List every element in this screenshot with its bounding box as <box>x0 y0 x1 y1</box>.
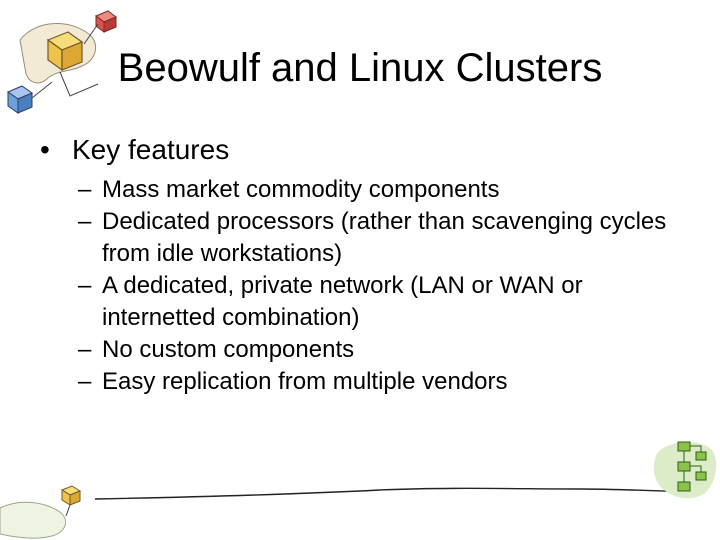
list-item: –No custom components <box>78 334 698 366</box>
sub-bullet-list: –Mass market commodity components –Dedic… <box>78 174 698 398</box>
list-item: –Dedicated processors (rather than scave… <box>78 206 698 270</box>
dash-marker: – <box>78 368 92 395</box>
bullet-text: Key features <box>72 134 230 165</box>
bullet-marker: • <box>40 134 50 165</box>
slide-title: Beowulf and Linux Clusters <box>117 46 603 90</box>
flowchart-illustration-icon <box>653 441 717 499</box>
dash-marker: – <box>78 272 92 299</box>
list-item-text: Mass market commodity components <box>102 176 500 203</box>
cubes-illustration-icon <box>6 10 117 114</box>
dash-marker: – <box>78 176 92 203</box>
list-item-text: Dedicated processors (rather than scaven… <box>102 208 667 267</box>
bullet-key-features: • Key features <box>40 133 229 167</box>
list-item-text: No custom components <box>102 336 355 363</box>
list-item: –Mass market commodity components <box>78 174 698 206</box>
dash-marker: – <box>78 208 92 235</box>
hand-cube-illustration-icon <box>0 485 82 539</box>
list-item-text: A dedicated, private network (LAN or WAN… <box>102 272 583 331</box>
list-item: –Easy replication from multiple vendors <box>78 366 698 398</box>
list-item: –A dedicated, private network (LAN or WA… <box>78 270 698 334</box>
dash-marker: – <box>78 336 92 363</box>
list-item-text: Easy replication from multiple vendors <box>102 368 508 395</box>
footer-rule-line <box>94 487 701 500</box>
